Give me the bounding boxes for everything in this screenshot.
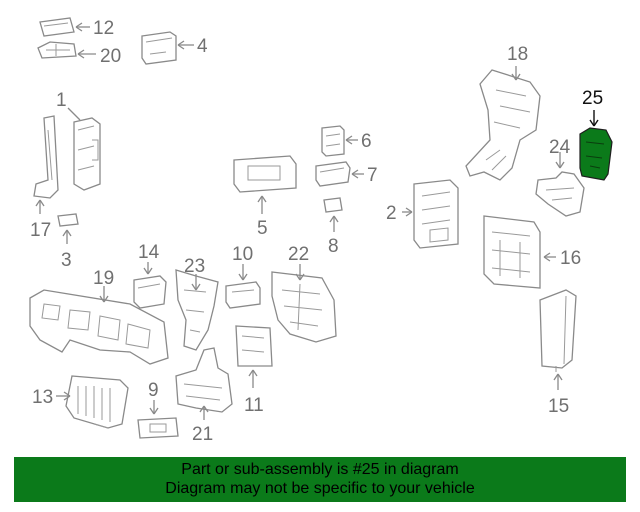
part-16[interactable]: 16 <box>483 215 581 289</box>
callout-12: 12 <box>93 18 114 39</box>
callout-18: 18 <box>507 44 528 65</box>
callout-21: 21 <box>192 424 213 445</box>
info-banner: Part or sub-assembly is #25 in diagram D… <box>14 457 626 502</box>
part-5[interactable]: 5 <box>233 155 297 239</box>
callout-5: 5 <box>257 218 268 239</box>
part-25[interactable]: 25 <box>579 88 613 181</box>
callout-8: 8 <box>328 236 339 257</box>
part-23[interactable]: 23 <box>175 256 219 351</box>
banner-line-2: Diagram may not be specific to your vehi… <box>165 480 475 497</box>
callout-6: 6 <box>361 131 372 152</box>
part-10[interactable]: 10 <box>225 244 261 309</box>
callout-1: 1 <box>56 90 67 111</box>
parts-diagram: 12 20 4 1 17 3 <box>29 17 613 445</box>
part-7[interactable]: 7 <box>315 161 378 187</box>
callout-9: 9 <box>148 380 159 401</box>
callout-16: 16 <box>560 248 581 269</box>
part-2[interactable]: 2 <box>386 179 459 249</box>
part-21[interactable]: 21 <box>175 347 233 445</box>
part-4[interactable]: 4 <box>141 31 208 65</box>
callout-15: 15 <box>548 396 569 417</box>
callout-4: 4 <box>197 36 208 57</box>
part-6[interactable]: 6 <box>321 125 372 157</box>
part-19[interactable]: 19 <box>29 268 169 365</box>
part-22[interactable]: 22 <box>271 244 337 343</box>
callout-10: 10 <box>232 244 253 265</box>
part-3[interactable]: 3 <box>57 213 79 271</box>
callout-2: 2 <box>386 203 397 224</box>
callout-11: 11 <box>244 395 264 416</box>
callout-13: 13 <box>32 387 53 408</box>
callout-23: 23 <box>184 256 205 277</box>
callout-14: 14 <box>138 242 160 263</box>
part-18[interactable]: 18 <box>465 44 541 181</box>
callout-3: 3 <box>61 250 72 271</box>
callout-19: 19 <box>93 268 114 289</box>
callout-7: 7 <box>367 165 378 186</box>
part-17[interactable]: 17 <box>30 115 59 241</box>
callout-24: 24 <box>549 137 571 158</box>
part-13[interactable]: 13 <box>32 375 129 429</box>
part-8[interactable]: 8 <box>323 197 343 257</box>
callout-22: 22 <box>288 244 309 265</box>
part-15[interactable]: 15 <box>539 289 577 417</box>
callout-20: 20 <box>100 46 121 67</box>
part-20[interactable]: 20 <box>37 41 121 67</box>
part-12[interactable]: 12 <box>39 17 114 39</box>
banner-line-1: Part or sub-assembly is #25 in diagram <box>181 461 459 478</box>
part-9[interactable]: 9 <box>137 380 179 439</box>
part-11[interactable]: 11 <box>235 325 273 416</box>
part-14[interactable]: 14 <box>133 242 167 309</box>
callout-17: 17 <box>30 220 51 241</box>
callout-25: 25 <box>582 88 603 109</box>
part-24[interactable]: 24 <box>535 137 585 217</box>
part-1[interactable]: 1 <box>56 90 101 191</box>
